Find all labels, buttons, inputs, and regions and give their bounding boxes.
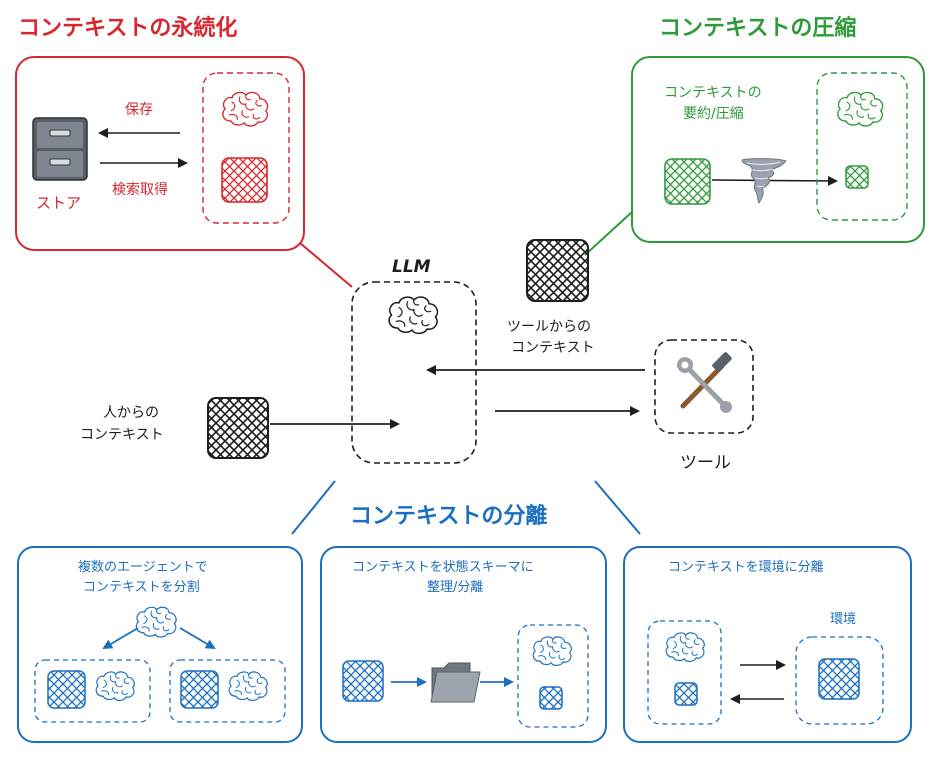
split-arrow-left bbox=[102, 627, 139, 650]
center-section: LLM ツールからの コンテキスト ツール 人からの コンテキスト bbox=[80, 239, 754, 473]
human-context-line2: コンテキスト bbox=[80, 427, 164, 443]
compress-section: コンテキストの圧縮 コンテキストの 要約/圧縮 bbox=[631, 15, 925, 243]
llm-box bbox=[351, 281, 477, 464]
state-input-context-block bbox=[342, 660, 384, 702]
brain-icon bbox=[222, 91, 269, 127]
tornado-icon bbox=[741, 158, 787, 205]
isolate-connector-right bbox=[594, 480, 641, 535]
agent-context-block bbox=[674, 682, 698, 706]
brain-icon bbox=[388, 296, 439, 335]
tool-label: ツール bbox=[680, 453, 731, 473]
compress-box bbox=[631, 56, 925, 243]
isolate-title: コンテキストの分離 bbox=[350, 503, 547, 529]
agent-1-context-block bbox=[47, 670, 86, 709]
folder-icon bbox=[430, 662, 481, 703]
compress-title: コンテキストの圧縮 bbox=[659, 15, 856, 41]
state-context-box bbox=[517, 624, 589, 728]
tool-context-block bbox=[526, 239, 589, 302]
tool-context-line1: ツールからの bbox=[507, 319, 591, 335]
hammer-wrench-icon bbox=[677, 352, 732, 413]
tool-context-line2: コンテキスト bbox=[511, 340, 595, 356]
agent-1-box bbox=[34, 659, 151, 723]
persisted-context-block bbox=[221, 157, 268, 203]
state-output-context-block bbox=[539, 686, 563, 710]
environment-line1: コンテキストを環境に分離 bbox=[668, 560, 824, 575]
environment-box bbox=[623, 546, 912, 743]
multi-agent-line2: コンテキストを分割 bbox=[83, 579, 200, 595]
human-context-line1: 人からの bbox=[103, 405, 159, 421]
multi-agent-box bbox=[17, 546, 303, 743]
file-cabinet-icon bbox=[32, 117, 88, 181]
isolate-section: コンテキストの分離 複数のエージェントで コンテキストを分割 コンテキストを状態… bbox=[17, 480, 912, 743]
brain-icon bbox=[95, 671, 135, 702]
persist-section: コンテキストの永続化 ストア 保存 検索取得 bbox=[15, 15, 305, 251]
environment-context-block bbox=[818, 658, 860, 700]
persist-box bbox=[15, 56, 305, 251]
split-arrow-right bbox=[179, 627, 216, 650]
brain-icon bbox=[532, 636, 572, 667]
tool-box bbox=[654, 339, 754, 434]
agent-context-box bbox=[647, 620, 722, 725]
compress-connector bbox=[584, 211, 633, 256]
brain-icon bbox=[228, 671, 268, 702]
brain-icon bbox=[135, 606, 177, 638]
persist-connector bbox=[299, 242, 353, 288]
save-label: 保存 bbox=[125, 102, 153, 118]
environment-label: 環境 bbox=[830, 612, 856, 627]
persist-title: コンテキストの永続化 bbox=[18, 15, 237, 41]
agent-2-box bbox=[169, 659, 286, 723]
state-schema-line1: コンテキストを状態スキーマに bbox=[352, 559, 534, 575]
compress-arrow bbox=[711, 175, 838, 186]
agent-2-context-block bbox=[180, 670, 219, 709]
compress-desc-line1: コンテキストの bbox=[664, 85, 762, 101]
brain-icon bbox=[837, 91, 884, 127]
compress-context-box bbox=[816, 72, 908, 221]
human-context-block bbox=[207, 397, 269, 459]
compress-desc-line2: 要約/圧縮 bbox=[683, 106, 744, 122]
store-label: ストア bbox=[36, 194, 81, 212]
environment-context-box bbox=[795, 636, 884, 725]
brain-icon bbox=[665, 632, 705, 663]
state-schema-line2: 整理/分離 bbox=[427, 580, 483, 595]
multi-agent-line1: 複数のエージェントで bbox=[78, 559, 208, 575]
retrieve-label: 検索取得 bbox=[112, 181, 168, 198]
compressed-context-block bbox=[845, 165, 869, 189]
state-schema-box bbox=[320, 546, 607, 743]
persist-context-box bbox=[202, 72, 290, 224]
isolate-connector-left bbox=[291, 480, 336, 535]
uncompressed-context-block bbox=[664, 158, 711, 205]
llm-label: LLM bbox=[392, 257, 431, 277]
